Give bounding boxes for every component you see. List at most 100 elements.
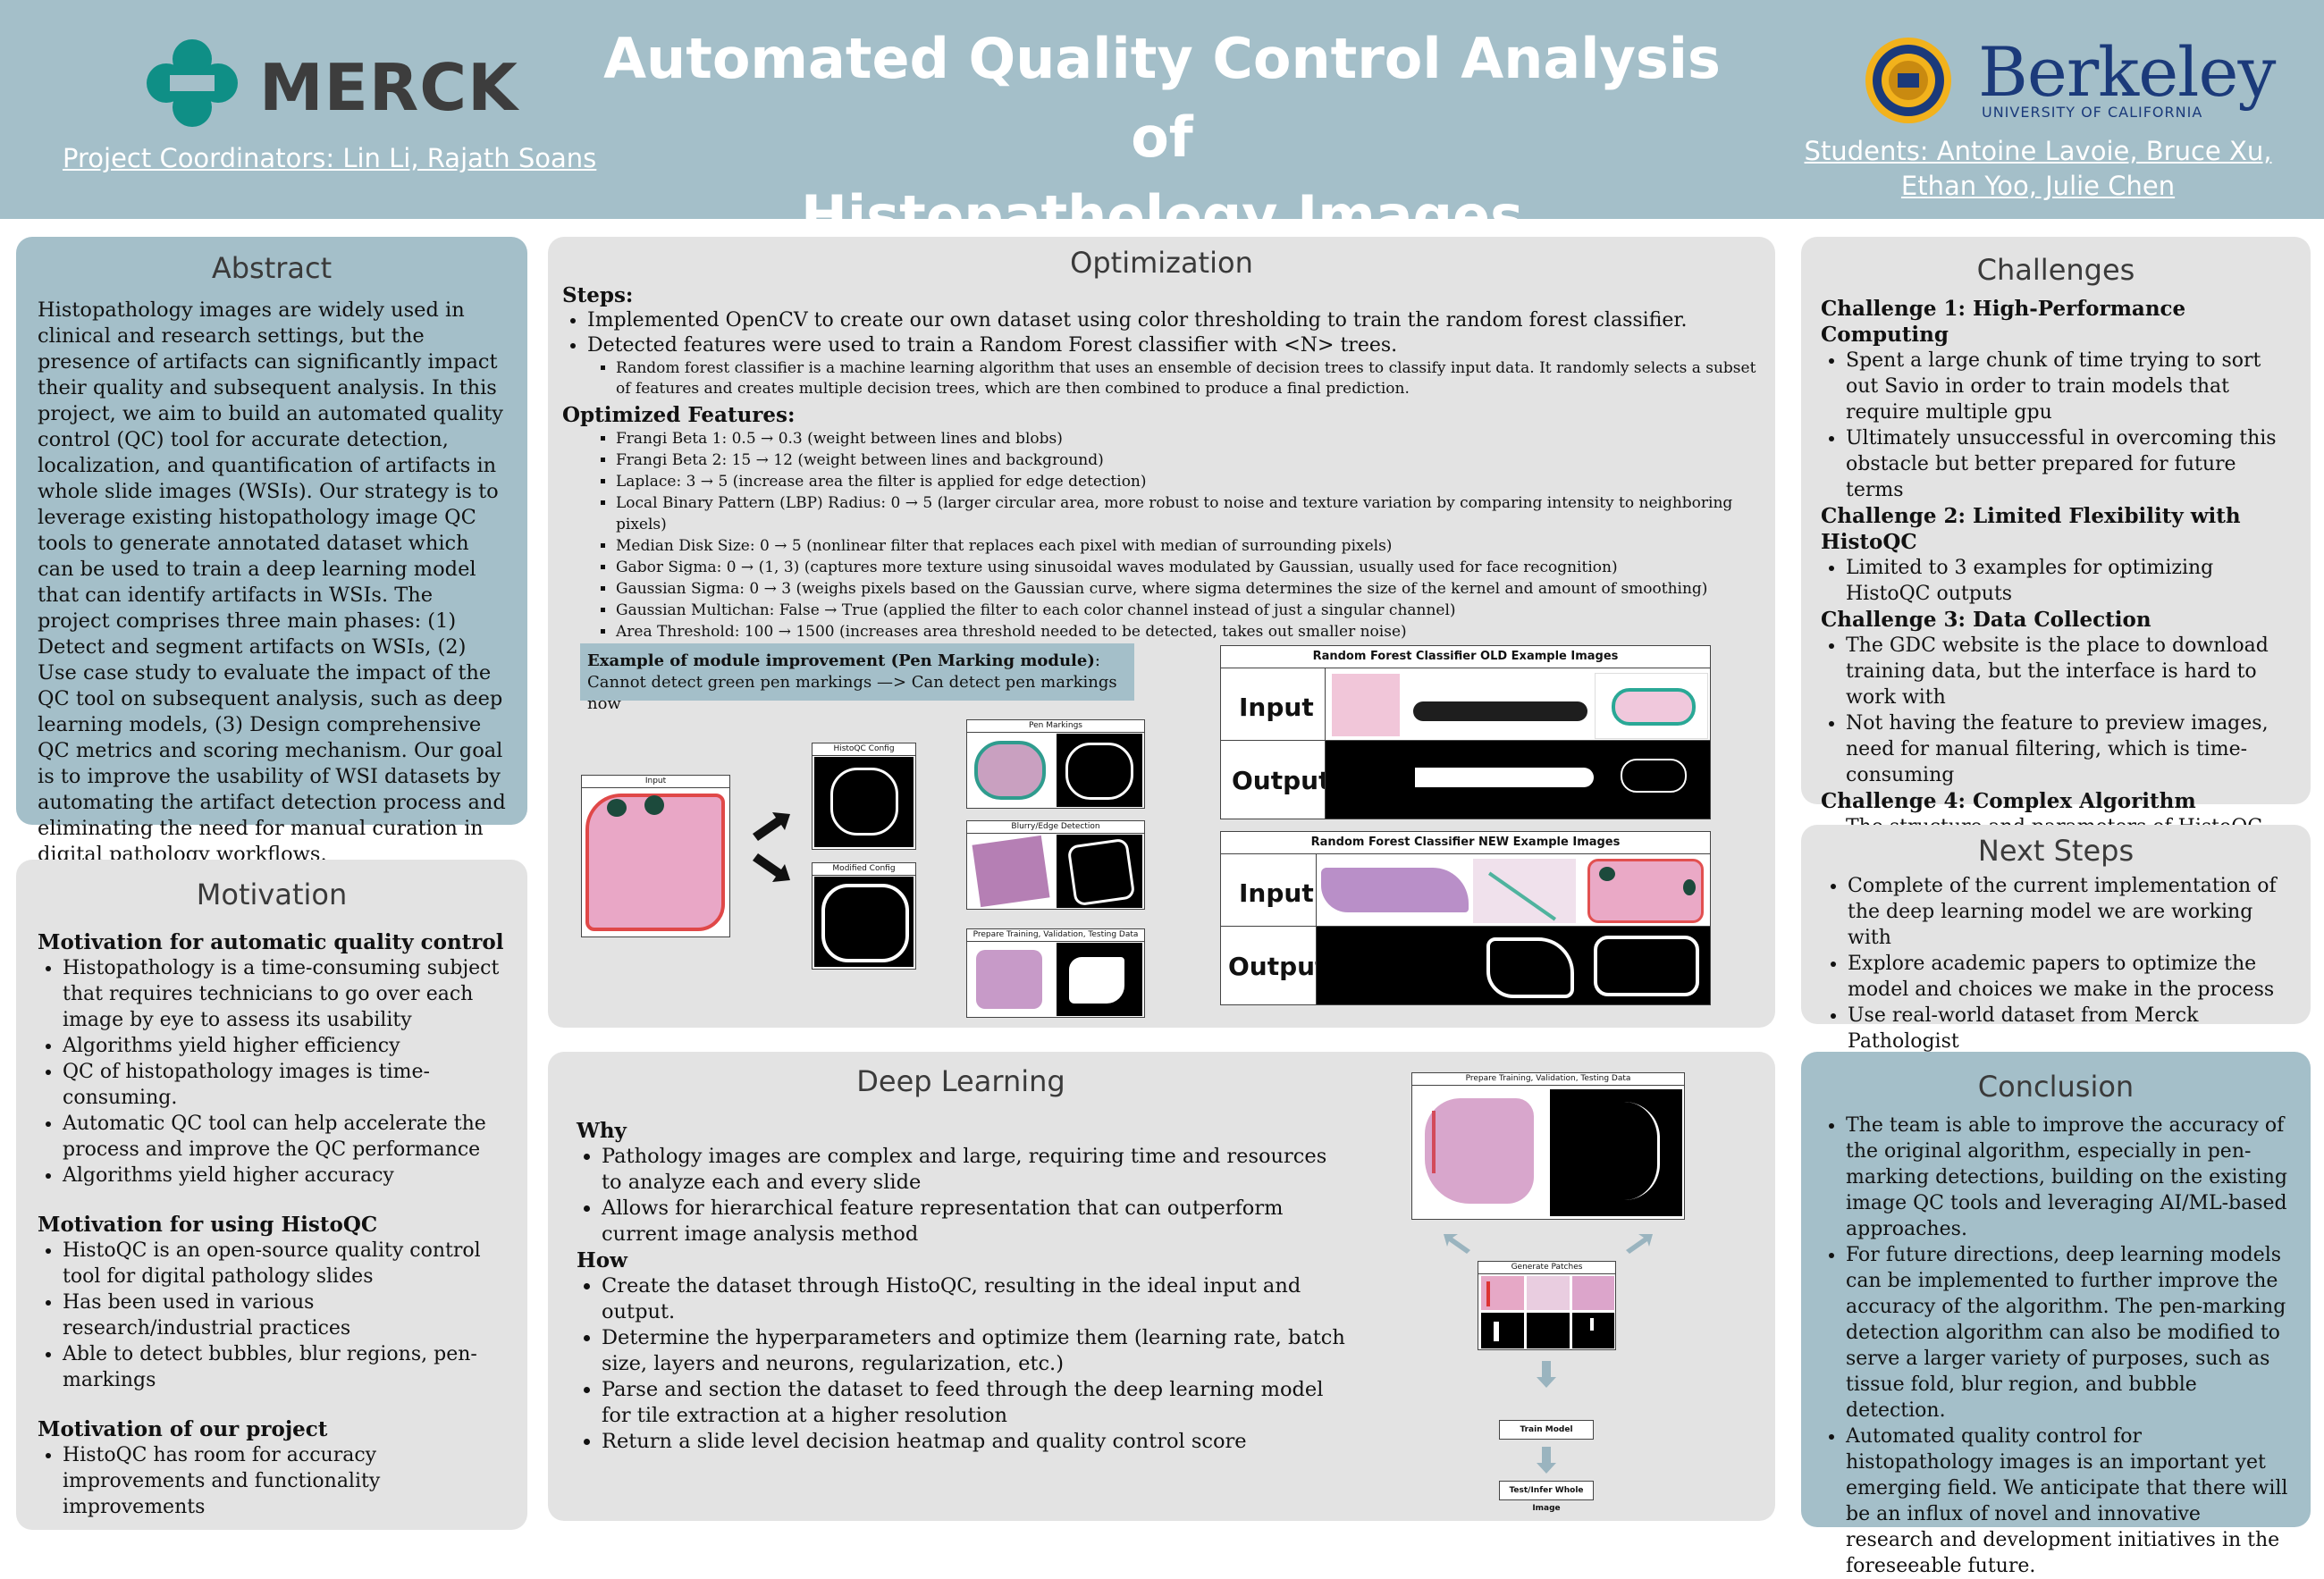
features-label: Optimized Features: <box>562 403 796 427</box>
why-list: Pathology images are complex and large, … <box>577 1144 1345 1247</box>
example-box: Example of module improvement (Pen Marki… <box>580 643 1134 713</box>
list-item: QC of histopathology images is time-cons… <box>63 1059 506 1111</box>
pen-mark <box>607 799 627 817</box>
tissue-image <box>585 794 725 931</box>
list-item: Parse and section the dataset to feed th… <box>602 1377 1345 1429</box>
flow-prepare-caption: Prepare Training, Validation, Testing Da… <box>1412 1073 1684 1086</box>
list-item: Create the dataset through HistoQC, resu… <box>602 1273 1345 1325</box>
list-item: HistoQC is an open-source quality contro… <box>63 1238 506 1289</box>
why-label: Why <box>577 1119 627 1143</box>
fig-pen-caption: Pen Markings <box>967 720 1144 733</box>
flow-patches-caption: Generate Patches <box>1478 1262 1615 1274</box>
rf-new-output-label: Output <box>1228 952 1327 981</box>
list-item: Return a slide level decision heatmap an… <box>602 1429 1345 1455</box>
mask-image <box>814 877 914 967</box>
motivation-heading-1: Motivation for automatic quality control <box>38 930 504 954</box>
steps-label: Steps: <box>562 283 634 307</box>
rf-old-title: Random Forest Classifier OLD Example Ima… <box>1221 646 1710 668</box>
features-list: Frangi Beta 1: 0.5 → 0.3 (weight between… <box>562 428 1761 643</box>
fig-blur-caption: Blurry/Edge Detection <box>967 821 1144 834</box>
steps-list: Implemented OpenCV to create our own dat… <box>562 308 1761 358</box>
students-link[interactable]: Students: Antoine Lavoie, Bruce Xu, Etha… <box>1797 134 2279 204</box>
list-item: Detected features were used to train a R… <box>587 333 1761 358</box>
mask-image <box>814 757 914 847</box>
fig-histoqc-config: HistoQC Config <box>812 743 916 850</box>
motivation-heading-2: Motivation for using HistoQC <box>38 1213 378 1237</box>
students-line-2: Ethan Yoo, Julie Chen <box>1900 171 2176 201</box>
list-item: Automatic QC tool can help accelerate th… <box>63 1111 506 1163</box>
list-item: Determine the hyperparameters and optimi… <box>602 1325 1345 1377</box>
pen-mark <box>644 795 664 815</box>
list-item: Ultimately unsuccessful in overcoming th… <box>1846 425 2291 503</box>
list-item: Has been used in various research/indust… <box>63 1289 506 1341</box>
fig-modified-config: Modified Config <box>812 862 916 970</box>
conclusion-panel: Conclusion The team is able to improve t… <box>1801 1052 2311 1577</box>
list-item: Gaussian Sigma: 0 → 3 (weighs pixels bas… <box>616 578 1761 600</box>
optimization-title: Optimization <box>1070 246 1253 280</box>
list-item: HistoQC has room for accuracy improvemen… <box>63 1442 506 1520</box>
steps-sub-list: Random forest classifier is a machine le… <box>562 358 1761 399</box>
list-item: Not having the feature to preview images… <box>1846 710 2291 788</box>
flow-arrow-icon <box>1537 1361 1556 1388</box>
example-title: Example of module improvement (Pen Marki… <box>587 651 1095 670</box>
list-item: Automated quality control for histopatho… <box>1846 1424 2291 1579</box>
flow-generate-patches: Generate Patches <box>1478 1261 1616 1350</box>
list-item: Explore academic papers to optimize the … <box>1848 951 2289 1003</box>
flow-train-model: Train Model <box>1499 1420 1594 1440</box>
flow-arrow-icon <box>1537 1447 1556 1474</box>
fig-histoqc-caption: HistoQC Config <box>813 743 915 756</box>
rf-new-table: Random Forest Classifier NEW Example Ima… <box>1220 831 1711 1005</box>
flow-test-infer: Test/Infer Whole Image <box>1499 1481 1594 1513</box>
fig-input-caption: Input <box>582 776 729 788</box>
fig-modified-caption: Modified Config <box>813 863 915 876</box>
poster-header: MERCK Project Coordinators: Lin Li, Raja… <box>0 0 2324 248</box>
list-item: Histopathology is a time-consuming subje… <box>63 955 506 1033</box>
fig-prepare-caption: Prepare Training, Validation, Testing Da… <box>967 929 1144 942</box>
next-steps-title: Next Steps <box>1977 834 2135 868</box>
list-item: Gaussian Multichan: False → True (applie… <box>616 600 1761 621</box>
berkeley-wordmark: Berkeley <box>1978 32 2276 112</box>
list-item: Area Threshold: 100 → 1500 (increases ar… <box>616 621 1761 643</box>
list-item: Laplace: 3 → 5 (increase area the filter… <box>616 471 1761 492</box>
challenge-1-list: Spent a large chunk of time trying to so… <box>1821 348 2291 503</box>
list-item: Algorithms yield higher accuracy <box>63 1163 506 1188</box>
list-item: The GDC website is the place to download… <box>1846 633 2291 710</box>
motivation-list-1: Histopathology is a time-consuming subje… <box>38 955 506 1188</box>
motivation-heading-3: Motivation of our project <box>38 1417 328 1441</box>
list-item: Local Binary Pattern (LBP) Radius: 0 → 5… <box>616 492 1761 535</box>
merck-logo: MERCK <box>143 34 518 132</box>
deep-learning-panel: Deep Learning Why Pathology images are c… <box>548 1052 1775 1521</box>
list-item: Complete of the current implementation o… <box>1848 873 2289 951</box>
challenge-3-list: The GDC website is the place to download… <box>1821 633 2291 788</box>
arrow-icon <box>753 812 790 882</box>
conclusion-list: The team is able to improve the accuracy… <box>1821 1113 2291 1579</box>
list-item: Random forest classifier is a machine le… <box>616 358 1761 399</box>
berkeley-logo: Berkeley UNIVERSITY OF CALIFORNIA <box>1864 32 2276 134</box>
list-item: Allows for hierarchical feature represen… <box>602 1196 1345 1247</box>
motivation-list-2: HistoQC is an open-source quality contro… <box>38 1238 506 1393</box>
list-item: Implemented OpenCV to create our own dat… <box>587 308 1761 333</box>
merck-wordmark: MERCK <box>259 50 518 125</box>
challenge-2-heading: Challenge 2: Limited Flexibility with Hi… <box>1821 504 2241 554</box>
optimization-panel: Optimization Steps: Implemented OpenCV t… <box>548 237 1775 1028</box>
flow-arrow-icon <box>1444 1234 1470 1254</box>
challenge-4-heading: Challenge 4: Complex Algorithm <box>1821 789 2196 813</box>
merck-logo-mark-icon <box>147 39 238 127</box>
list-item: Frangi Beta 1: 0.5 → 0.3 (weight between… <box>616 428 1761 449</box>
fig-blur-edge: Blurry/Edge Detection <box>966 820 1145 910</box>
abstract-title: Abstract <box>211 251 333 285</box>
list-item: Use real-world dataset from Merck Pathol… <box>1848 1003 2289 1054</box>
list-item: For future directions, deep learning mod… <box>1846 1242 2291 1424</box>
abstract-text: Histopathology images are widely used in… <box>38 298 506 866</box>
how-label: How <box>577 1248 627 1272</box>
motivation-list-3: HistoQC has room for accuracy improvemen… <box>38 1442 506 1520</box>
rf-old-table: Random Forest Classifier OLD Example Ima… <box>1220 645 1711 819</box>
rf-old-output-label: Output <box>1232 766 1331 795</box>
deep-learning-title: Deep Learning <box>856 1064 1065 1098</box>
list-item: Algorithms yield higher efficiency <box>63 1033 506 1059</box>
abstract-panel: Abstract Histopathology images are widel… <box>16 237 527 866</box>
project-coordinators-link[interactable]: Project Coordinators: Lin Li, Rajath Soa… <box>63 143 597 173</box>
list-item: Frangi Beta 2: 15 → 12 (weight between l… <box>616 449 1761 471</box>
students-line-1: Students: Antoine Lavoie, Bruce Xu, <box>1804 136 2272 166</box>
how-list: Create the dataset through HistoQC, resu… <box>577 1273 1345 1455</box>
